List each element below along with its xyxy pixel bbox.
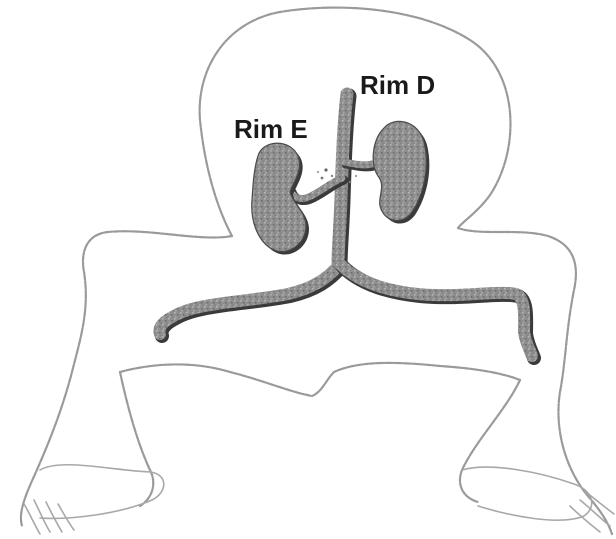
left-shoulder-arm-outline xyxy=(21,231,232,526)
right-foot xyxy=(462,467,614,532)
left-iliac-femoral-artery xyxy=(160,264,342,336)
left-kidney-label: Rim E xyxy=(234,114,308,144)
right-iliac-femoral-artery xyxy=(340,264,534,358)
right-kidney xyxy=(373,121,429,223)
left-foot xyxy=(24,465,164,534)
right-shoulder-arm-outline xyxy=(458,228,612,534)
body-outline xyxy=(21,8,612,534)
right-renal-artery xyxy=(344,162,374,167)
arterial-tree xyxy=(160,94,534,358)
groin-outline xyxy=(120,363,520,396)
right-leg-outline xyxy=(460,380,520,502)
left-leg-outline xyxy=(120,372,153,506)
right-kidney-label: Rim D xyxy=(360,70,435,100)
